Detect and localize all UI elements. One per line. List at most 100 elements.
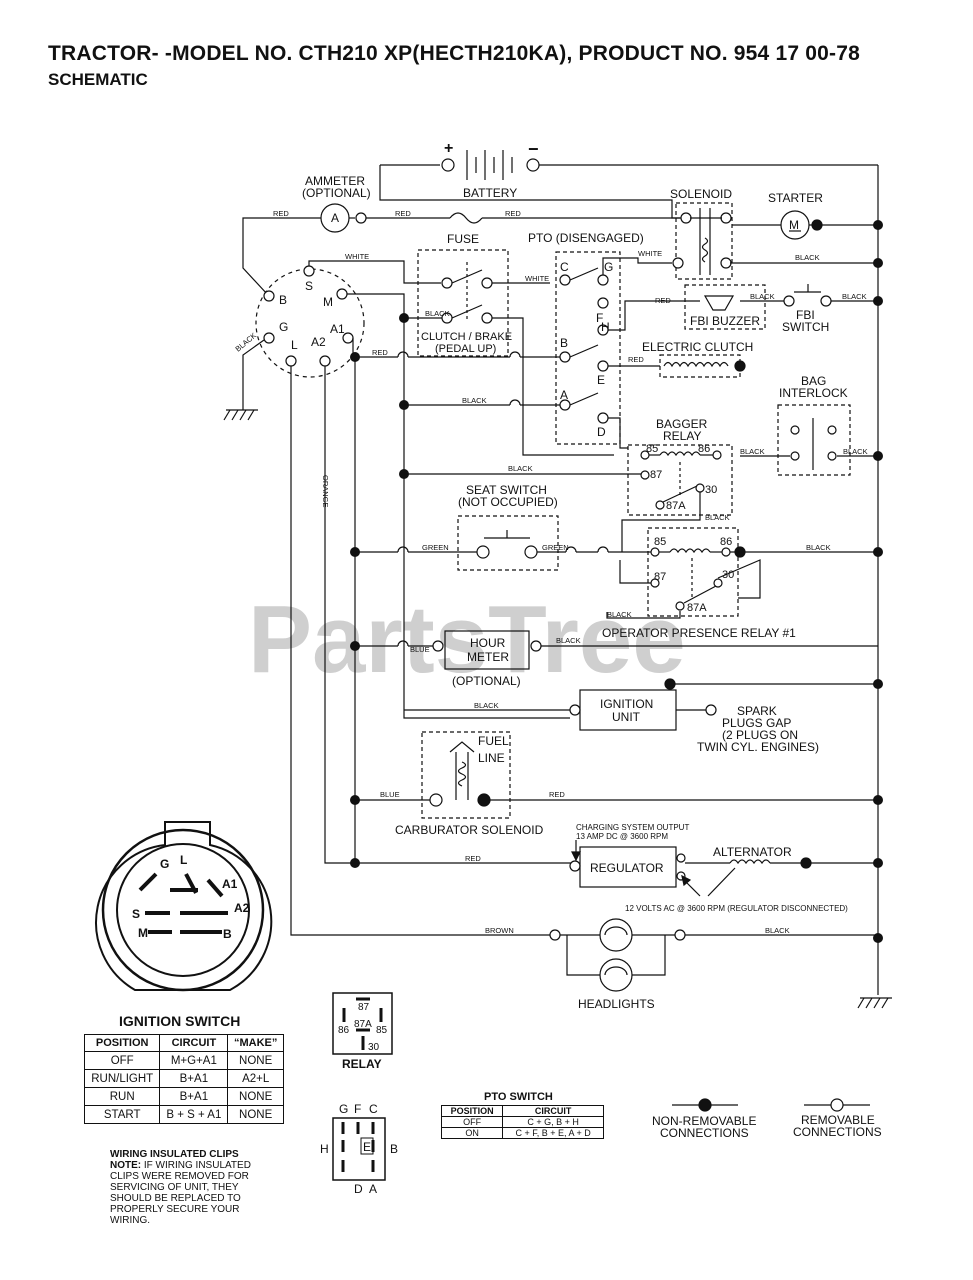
charging-label-1: CHARGING SYSTEM OUTPUT xyxy=(576,823,689,832)
ign-face-a2: A2 xyxy=(234,901,250,915)
wiring-note: WIRING INSULATED CLIPS NOTE: IF WIRING I… xyxy=(110,1149,280,1226)
wire-label-black-cb: BLACK xyxy=(425,309,450,318)
spark-label-2: PLUGS GAP xyxy=(722,716,791,730)
bagger-relay-label-2: RELAY xyxy=(663,429,701,443)
solenoid-label: SOLENOID xyxy=(670,187,732,201)
operator-presence-relay xyxy=(647,527,739,617)
fbi-switch-label-2: SWITCH xyxy=(782,320,829,334)
ammeter-label: AMMETER xyxy=(305,174,365,188)
wire-label-red-3: RED xyxy=(505,209,521,218)
relay-pin-85: 85 xyxy=(376,1025,388,1036)
relay-pin-87a: 87A xyxy=(354,1019,372,1030)
hour-meter xyxy=(444,630,530,670)
wire-label-black-opr: BLACK xyxy=(806,543,831,552)
ignition-switch-title: IGNITION SWITCH xyxy=(119,1013,241,1029)
hour-meter-optional: (OPTIONAL) xyxy=(452,674,521,688)
pto-pin-h: H xyxy=(320,1142,329,1156)
wire-label-black-hl: BLACK xyxy=(765,926,790,935)
battery-label: BATTERY xyxy=(463,186,517,200)
wire-label-black-br2: BLACK xyxy=(705,513,730,522)
spark-label-3: (2 PLUGS ON xyxy=(722,728,798,742)
ign-face-g: G xyxy=(160,857,169,871)
relay-pin-30: 30 xyxy=(368,1042,380,1053)
wire-label-black-fbi: BLACK xyxy=(750,292,775,301)
spark-label-4: TWIN CYL. ENGINES) xyxy=(697,740,819,754)
page-subtitle: SCHEMATIC xyxy=(48,70,148,89)
fuse xyxy=(449,212,483,224)
ign-term-l: L xyxy=(291,338,298,352)
solenoid xyxy=(675,202,733,280)
wire-label-green-1: GREEN xyxy=(422,543,449,552)
ign-face-m: M xyxy=(138,926,148,940)
table-header-row: POSITION CIRCUIT xyxy=(440,1105,604,1117)
pto-label: PTO (DISENGAGED) xyxy=(528,231,644,245)
starter-symbol: M xyxy=(789,218,799,232)
pto-pin-e: E xyxy=(363,1140,371,1154)
battery xyxy=(380,150,878,180)
pto-switch-title: PTO SWITCH xyxy=(484,1091,553,1103)
wire-label-black-87a: BLACK xyxy=(607,610,632,619)
pto-pin-c: C xyxy=(369,1102,378,1116)
regulator-label: REGULATOR xyxy=(590,861,664,875)
opr-87a: 87A xyxy=(687,602,707,614)
battery-minus: − xyxy=(528,139,539,159)
bag-interlock xyxy=(777,404,851,476)
ign-face-b: B xyxy=(223,927,232,941)
ign-term-m: M xyxy=(323,295,333,309)
fuel-label-2: LINE xyxy=(478,751,505,765)
legend-nonremovable-1: NON-REMOVABLE xyxy=(652,1114,756,1128)
pto-term-e: E xyxy=(597,373,605,387)
pto-term-f: F xyxy=(596,311,603,325)
bagger-relay xyxy=(627,444,733,516)
col-circuit: CIRCUIT xyxy=(502,1105,604,1117)
seat-switch-label-2: (NOT OCCUPIED) xyxy=(458,495,558,509)
wire-label-green-2: GREEN xyxy=(542,543,569,552)
pto-term-h: H xyxy=(601,320,610,334)
ground-symbol-right xyxy=(857,997,892,1009)
br-87a: 87A xyxy=(666,500,686,512)
fbi-switch-label-1: FBI xyxy=(796,308,815,322)
ign-term-s: S xyxy=(305,279,313,293)
ac-note-label: 12 VOLTS AC @ 3600 RPM (REGULATOR DISCON… xyxy=(625,904,848,913)
bag-interlock-label-1: BAG xyxy=(801,374,826,388)
wire-label-black-g: BLACK xyxy=(234,331,259,354)
regulator xyxy=(579,846,677,888)
ammeter-symbol: A xyxy=(331,211,339,225)
ground-symbol-left xyxy=(223,409,258,421)
col-position: POSITION xyxy=(83,1034,161,1052)
wire-label-red-a1: RED xyxy=(372,348,388,357)
ignition-switch-schematic xyxy=(255,268,365,378)
wire-label-red-reg: RED xyxy=(465,854,481,863)
relay-label: RELAY xyxy=(342,1057,382,1071)
wire-label-red-cs: RED xyxy=(549,790,565,799)
br-87: 87 xyxy=(650,469,662,481)
legend-nonremovable-2: CONNECTIONS xyxy=(660,1126,749,1140)
bag-interlock-label-2: INTERLOCK xyxy=(779,386,848,400)
fuel-label-1: FUEL xyxy=(478,734,509,748)
ign-face-a1: A1 xyxy=(222,877,238,891)
relay-pin-87: 87 xyxy=(358,1002,370,1013)
pto-pin-g: G xyxy=(339,1102,348,1116)
wire-label-blue-cs: BLUE xyxy=(380,790,400,799)
ign-term-g: G xyxy=(279,320,288,334)
hour-meter-label-1: HOUR xyxy=(470,636,506,650)
ignition-unit-label-1: IGNITION xyxy=(600,697,653,711)
pto-pinout xyxy=(332,1117,386,1181)
pto-pin-f: F xyxy=(354,1102,361,1116)
pto-term-a: A xyxy=(560,388,568,402)
wire-label-red-2: RED xyxy=(395,209,411,218)
wire-label-black-bag2: BLACK xyxy=(843,447,868,456)
starter-label: STARTER xyxy=(768,191,823,205)
electric-clutch-label: ELECTRIC CLUTCH xyxy=(642,340,753,354)
relay-pinout xyxy=(332,992,393,1055)
wire-label-brown: BROWN xyxy=(485,926,514,935)
operator-relay-label: OPERATOR PRESENCE RELAY #1 xyxy=(602,626,796,640)
fbi-buzzer-label: FBI BUZZER xyxy=(690,314,760,328)
